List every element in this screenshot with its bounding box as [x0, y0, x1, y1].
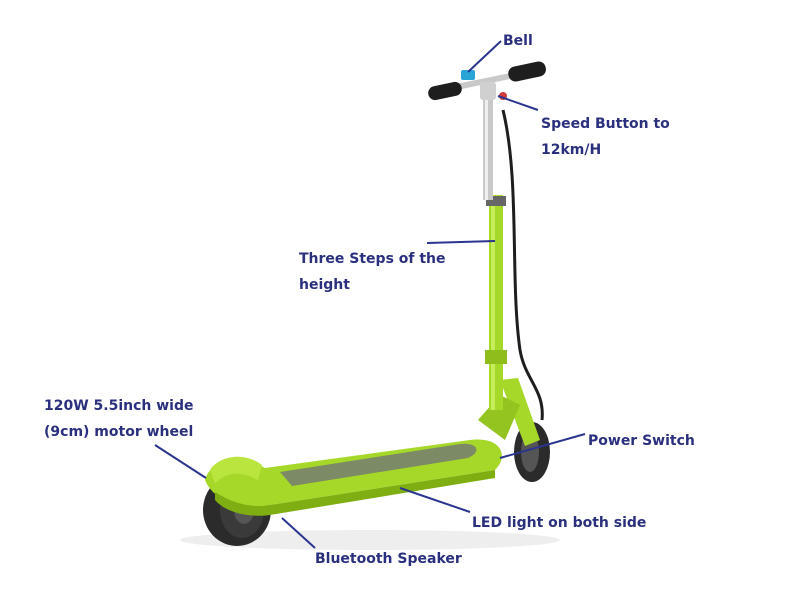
pointer-power-switch	[499, 433, 586, 459]
ground-shadow	[180, 530, 560, 550]
label-motor-line2: (9cm) motor wheel	[44, 424, 194, 440]
pointer-lines	[154, 40, 586, 549]
bell-icon	[461, 70, 475, 80]
front-wheel	[478, 378, 550, 482]
steering-stem	[483, 100, 544, 421]
label-speed-line1: Speed Button to	[541, 116, 670, 132]
label-bluetooth-speaker: Bluetooth Speaker	[315, 551, 462, 567]
label-speed-line2: 12km/H	[541, 142, 602, 158]
pointer-height	[426, 240, 496, 244]
label-height-line1: Three Steps of the	[299, 251, 446, 267]
pointer-led	[399, 487, 471, 513]
pointer-motor-wheel	[154, 444, 207, 479]
label-bell: Bell	[503, 33, 533, 49]
label-height-line2: height	[299, 277, 350, 293]
label-motor-line1: 120W 5.5inch wide	[44, 398, 194, 414]
pointer-bell	[467, 40, 502, 73]
label-power-switch: Power Switch	[588, 433, 695, 449]
pointer-speaker	[281, 517, 316, 549]
label-motor-wheel: 120W 5.5inch wide (9cm) motor wheel	[44, 393, 194, 445]
label-speed-button: Speed Button to 12km/H	[541, 111, 670, 163]
label-led-light: LED light on both side	[472, 515, 647, 531]
label-height-steps: Three Steps of the height	[299, 246, 446, 298]
pointer-speed-button	[497, 95, 539, 111]
scooter-deck	[205, 439, 502, 516]
handlebar	[428, 61, 546, 101]
